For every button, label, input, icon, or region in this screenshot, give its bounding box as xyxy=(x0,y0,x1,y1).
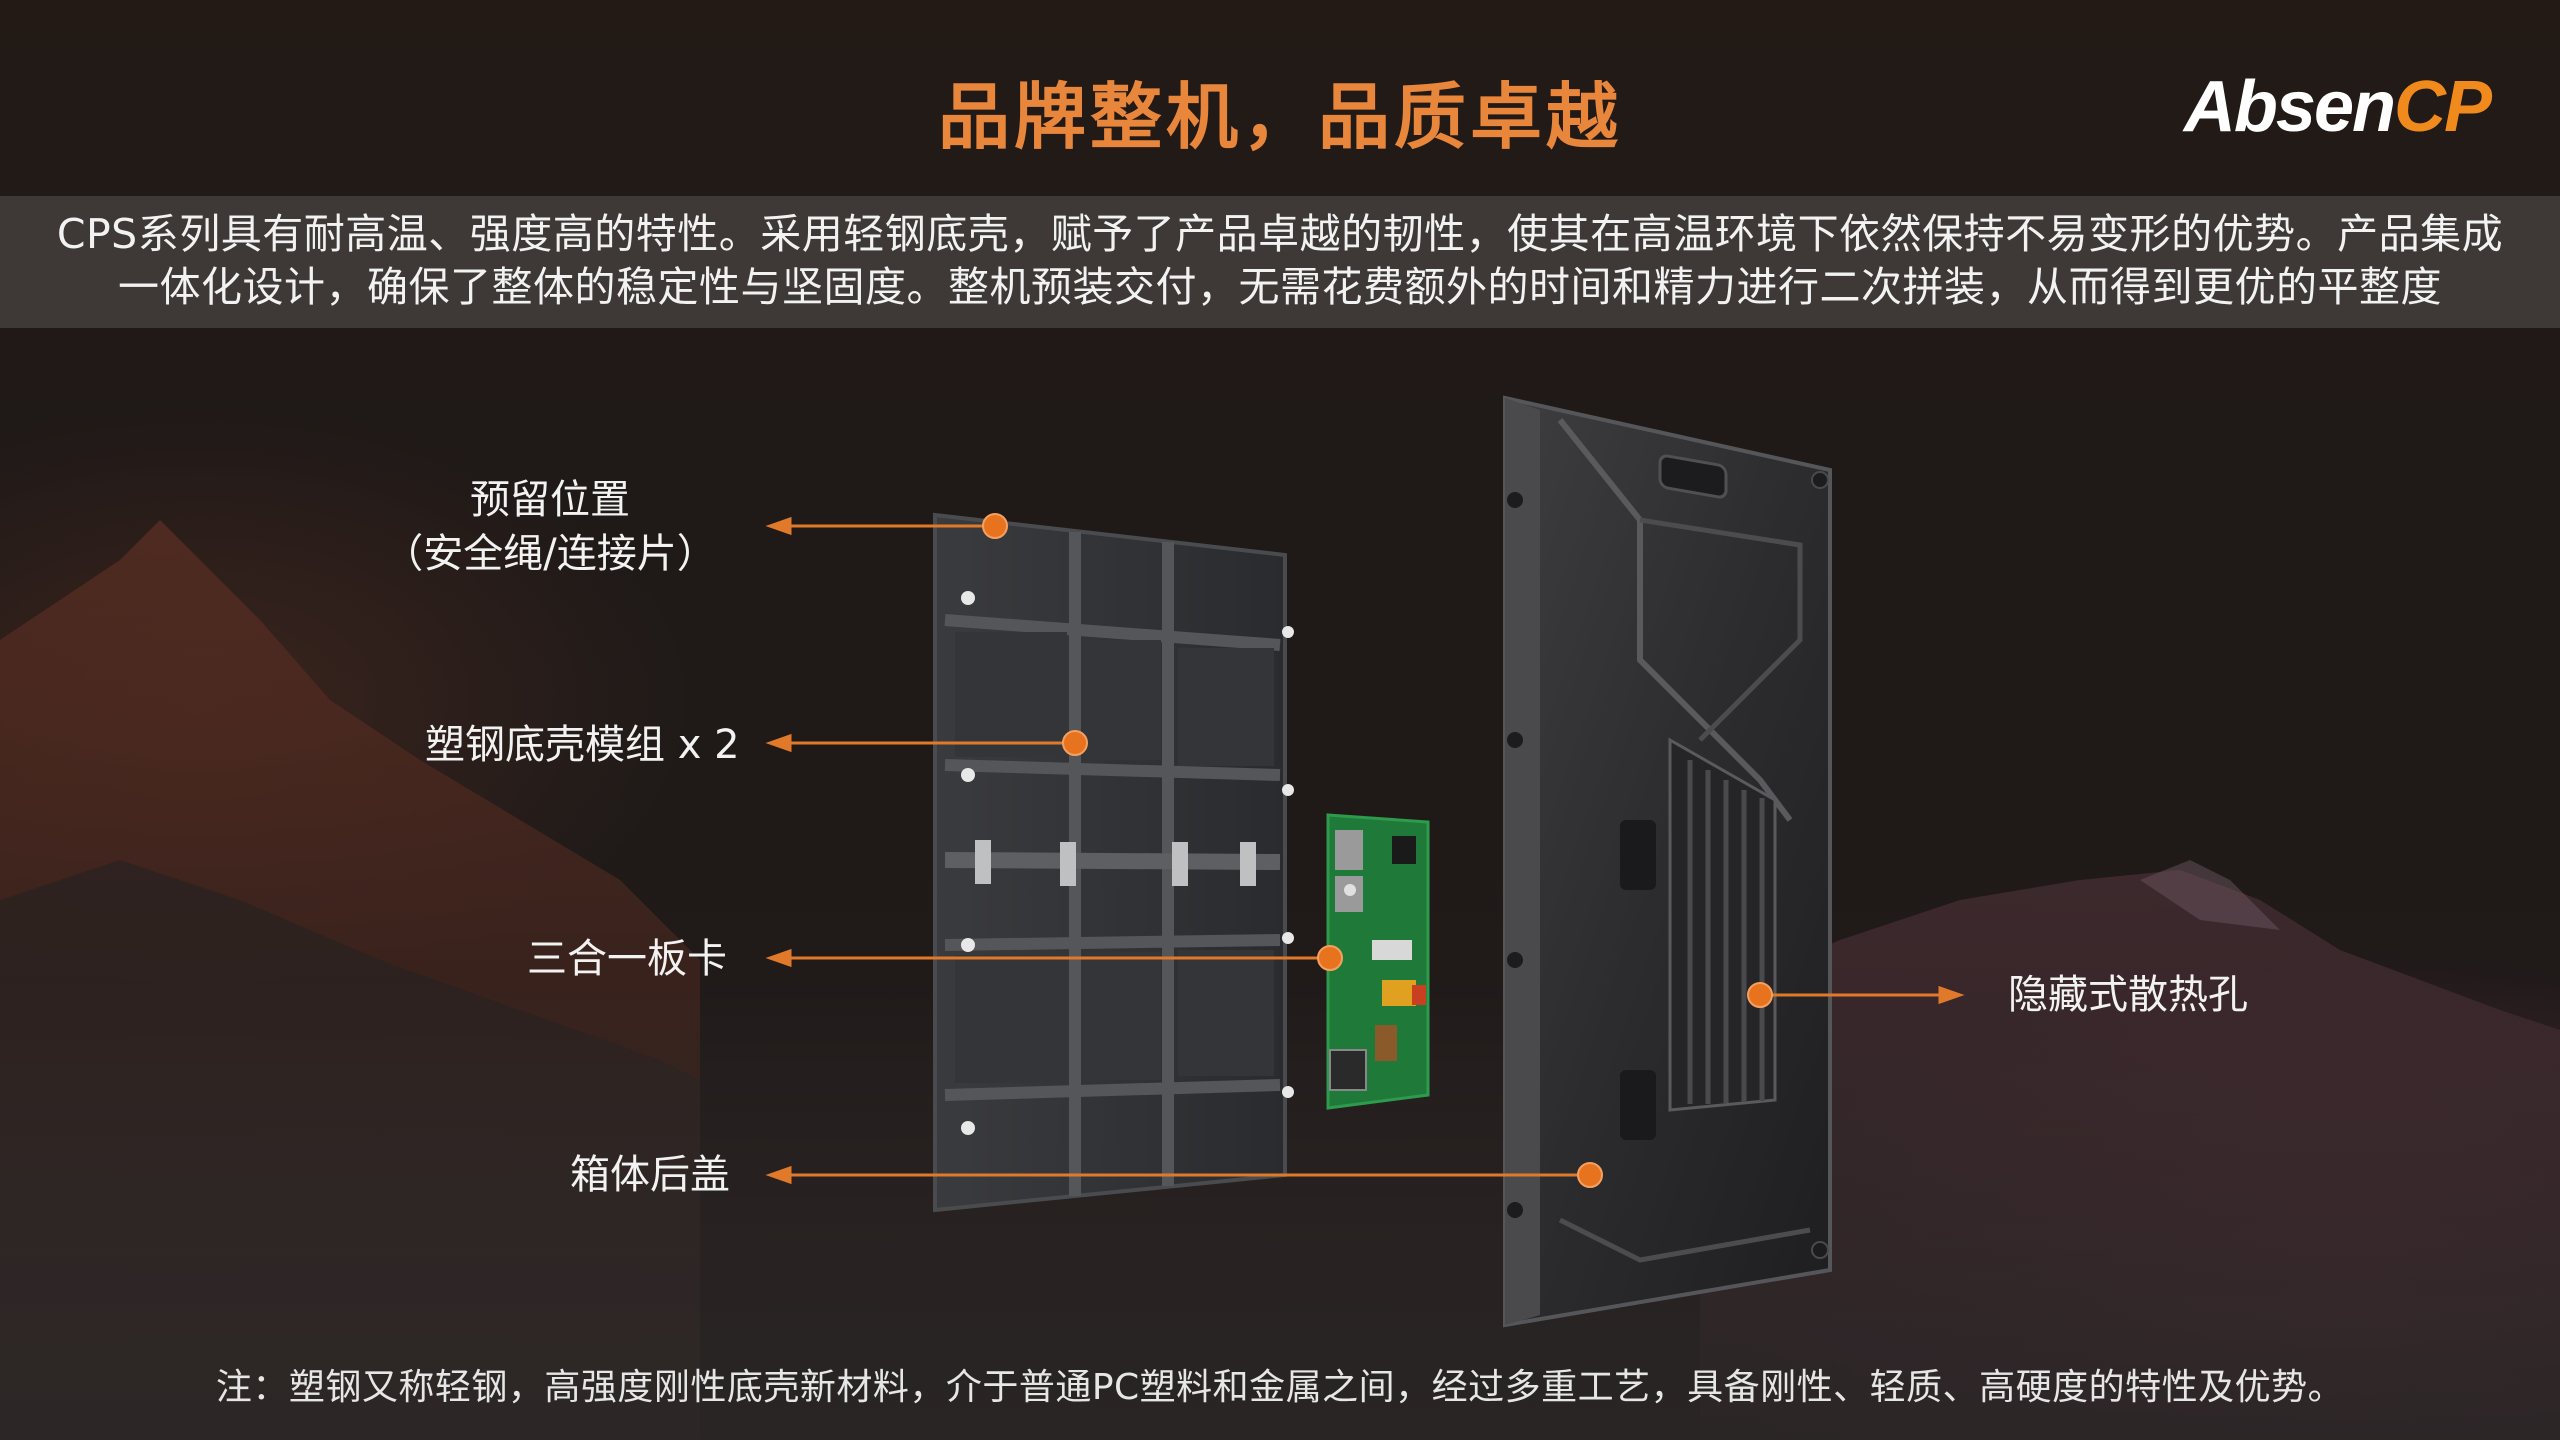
callout-reserved-line-2: （安全绳/连接片） xyxy=(383,531,717,577)
description-band xyxy=(0,196,2560,328)
page-title: 品牌整机，品质卓越 xyxy=(937,75,1622,159)
callout-reserved-position: 预留位置 （安全绳/连接片） xyxy=(380,473,720,581)
rear-case xyxy=(1503,395,1832,1328)
callout-module: 塑钢底壳模组 x 2 xyxy=(425,722,740,768)
callout-dots xyxy=(982,513,1773,1188)
callout-card: 三合一板卡 xyxy=(527,936,727,982)
callout-reserved-line-1: 预留位置 xyxy=(470,477,630,523)
callout-lines xyxy=(765,516,1965,1185)
controller-card xyxy=(1326,813,1430,1110)
footnote: 注：塑钢又称轻钢，高强度刚性底壳新材料，介于普通PC塑料和金属之间，经过多重工艺… xyxy=(215,1367,2345,1408)
logo-primary: Absen xyxy=(2183,67,2396,147)
callout-back-cover: 箱体后盖 xyxy=(570,1152,730,1198)
description-line-2: 一体化设计，确保了整体的稳定性与坚固度。整机预装交付，无需花费额外的时间和精力进… xyxy=(118,263,2442,311)
description-text: CPS系列具有耐高温、强度高的特性。采用轻钢底壳，赋予了产品卓越的韧性，使其在高… xyxy=(20,208,2540,314)
description-line-1: CPS系列具有耐高温、强度高的特性。采用轻钢底壳，赋予了产品卓越的韧性，使其在高… xyxy=(56,210,2504,258)
logo-accent: CP xyxy=(2393,67,2492,147)
brand-logo: AbsenCP xyxy=(2183,66,2492,148)
callout-heat-vent: 隐藏式散热孔 xyxy=(2008,972,2248,1018)
module-panel xyxy=(933,512,1294,1213)
